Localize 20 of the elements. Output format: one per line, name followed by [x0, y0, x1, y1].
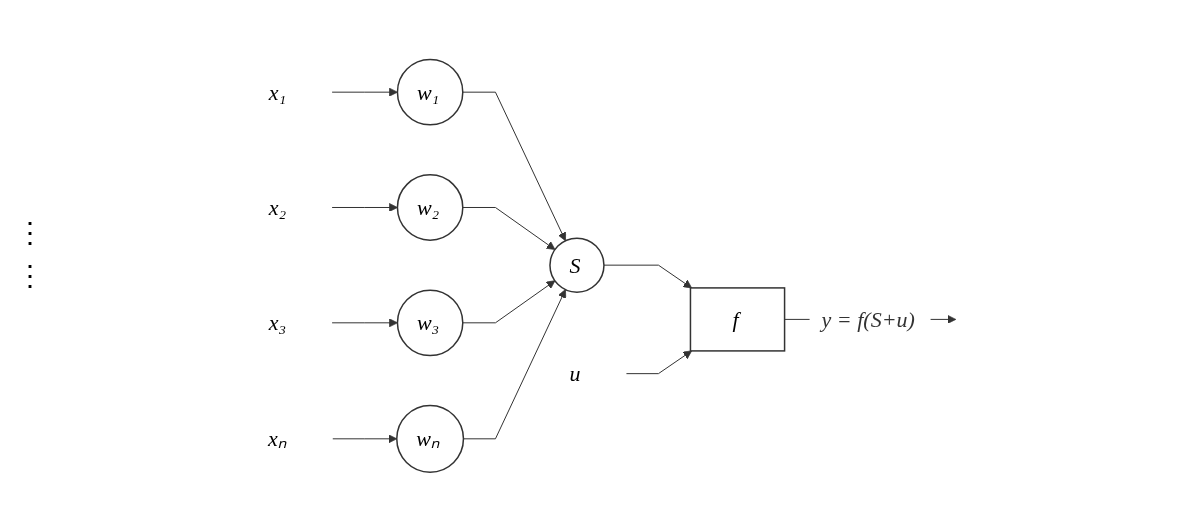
node-circle: w₃ [396, 289, 464, 357]
node-text: x₂ [268, 194, 286, 220]
arrow [331, 318, 398, 328]
node-box: f [689, 287, 785, 352]
ellipsis-mark: ⋮ [16, 258, 44, 292]
node-text: u [569, 361, 581, 387]
arrow [331, 203, 398, 212]
edge-label: y = f(S+u) [821, 306, 915, 332]
node-text: x₁ [268, 79, 286, 105]
node-circle: w₁ [396, 58, 464, 126]
arrow [603, 264, 692, 289]
node-text: x₃ [268, 310, 286, 336]
node-circle: w₂ [396, 174, 464, 241]
arrow [625, 350, 692, 375]
ellipsis-mark: ⋮ [16, 215, 44, 249]
node-circle: wₙ [395, 404, 464, 473]
arrow [331, 87, 398, 97]
node-circle: S [548, 237, 605, 293]
arrow [331, 434, 397, 444]
node-text: xₙ [267, 426, 287, 452]
